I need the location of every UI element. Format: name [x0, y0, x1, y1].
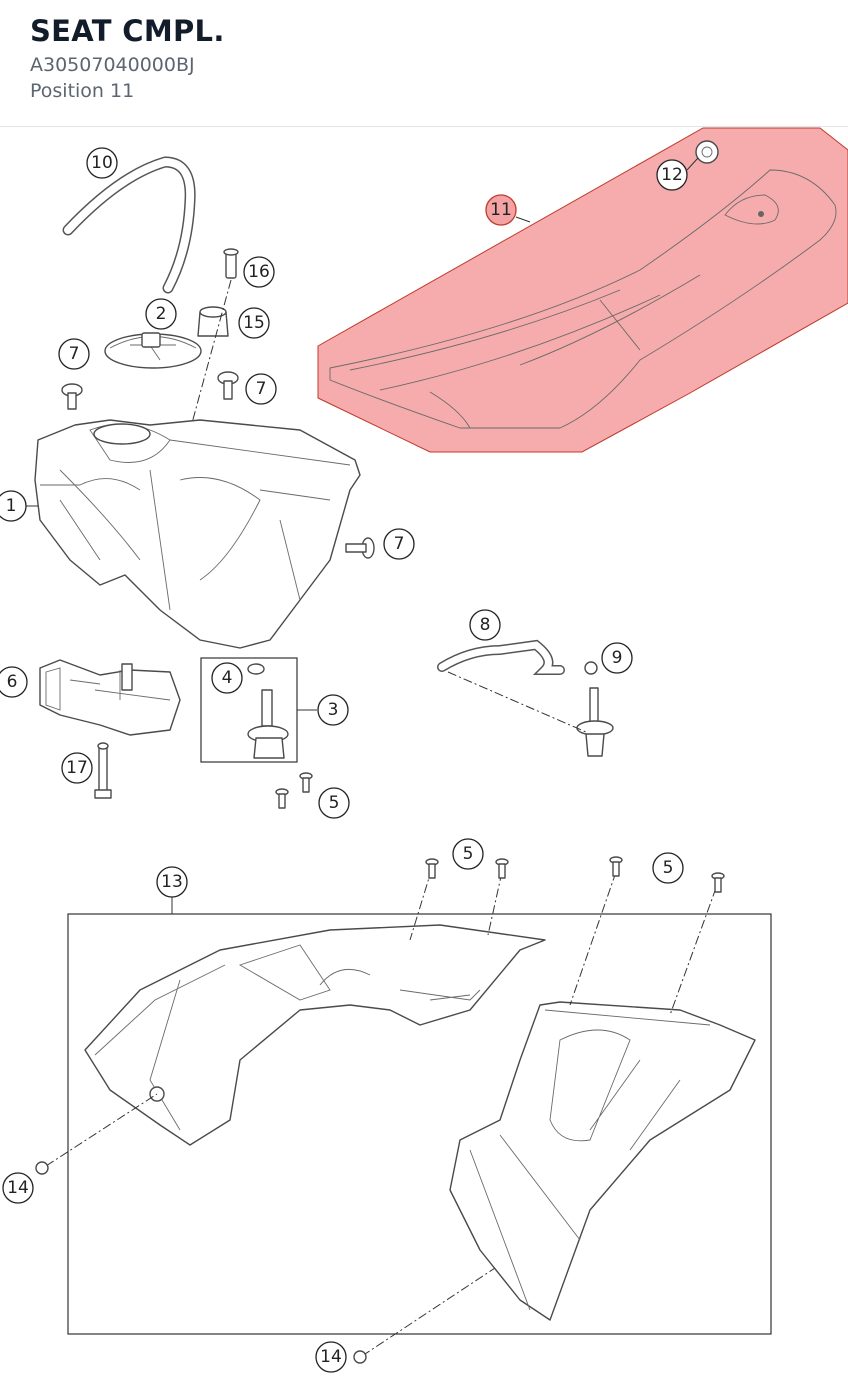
- svg-text:14: 14: [320, 1347, 342, 1367]
- screw-part-5-cover-2[interactable]: [495, 858, 509, 879]
- fuel-line-part-8[interactable]: [437, 639, 565, 675]
- callout-2[interactable]: 2: [145, 298, 177, 330]
- callout-8[interactable]: 8: [469, 609, 501, 641]
- leader-11: [515, 216, 531, 223]
- callout-17[interactable]: 17: [61, 752, 93, 784]
- leader-5-c4: [669, 887, 717, 1016]
- screw-part-5-cover-3[interactable]: [609, 856, 623, 877]
- callout-3[interactable]: 3: [317, 694, 349, 726]
- part-header: SEAT CMPL. A30507040000BJ Position 11: [0, 0, 848, 127]
- callout-9[interactable]: 9: [601, 642, 633, 674]
- bolt-part-7-right[interactable]: [345, 537, 375, 559]
- screw-part-17[interactable]: [94, 742, 112, 799]
- callout-7-c[interactable]: 7: [383, 528, 415, 560]
- screw-part-5-cover-1[interactable]: [425, 858, 439, 879]
- callout-14-b[interactable]: 14: [315, 1341, 347, 1373]
- callout-13[interactable]: 13: [156, 866, 188, 898]
- seat-assembly[interactable]: [317, 127, 848, 453]
- callout-12[interactable]: 12: [656, 159, 688, 191]
- svg-text:10: 10: [91, 153, 113, 173]
- callout-6[interactable]: 6: [0, 666, 28, 698]
- leader-14-bottom: [361, 1267, 496, 1357]
- svg-text:11: 11: [490, 200, 512, 220]
- callout-15[interactable]: 15: [238, 307, 270, 339]
- screw-part-5-cover-4[interactable]: [711, 872, 725, 893]
- leader-5-c3: [569, 871, 617, 1006]
- bolt-part-7-mid[interactable]: [217, 371, 239, 400]
- callout-10[interactable]: 10: [86, 147, 118, 179]
- fuel-valve-drawing[interactable]: [576, 687, 614, 757]
- callout-5-a[interactable]: 5: [318, 787, 350, 819]
- bolt-part-7-left[interactable]: [61, 383, 83, 410]
- seat-bolt-hole: [758, 211, 764, 217]
- svg-text:17: 17: [66, 758, 88, 778]
- leader-12: [686, 157, 699, 171]
- bracket-part-6[interactable]: [39, 659, 181, 736]
- fuel-tank-part-1[interactable]: [34, 419, 361, 649]
- leader-5-c1: [409, 867, 433, 941]
- callout-4[interactable]: 4: [211, 662, 243, 694]
- callout-5-c[interactable]: 5: [652, 852, 684, 884]
- svg-text:5: 5: [463, 844, 474, 864]
- right-side-cover[interactable]: [449, 1001, 756, 1321]
- svg-text:5: 5: [329, 793, 340, 813]
- callout-11-selected[interactable]: 11: [485, 194, 517, 226]
- svg-text:8: 8: [480, 615, 491, 635]
- seat-cap-part-12[interactable]: [695, 140, 719, 164]
- callout-7-b[interactable]: 7: [245, 373, 277, 405]
- svg-text:3: 3: [328, 700, 339, 720]
- svg-text:15: 15: [243, 313, 265, 333]
- seat-highlight-region[interactable]: [317, 127, 848, 453]
- screw-part-14-bottom[interactable]: [353, 1350, 367, 1364]
- svg-text:7: 7: [256, 379, 267, 399]
- leader-16-to-tank: [185, 279, 232, 446]
- part-title: SEAT CMPL.: [30, 14, 225, 48]
- callout-14-a[interactable]: 14: [2, 1172, 34, 1204]
- leader-14-left: [45, 1093, 158, 1167]
- svg-text:5: 5: [663, 858, 674, 878]
- svg-text:16: 16: [248, 262, 270, 282]
- screw-part-5-a[interactable]: [275, 788, 289, 809]
- part-number: A30507040000BJ: [30, 54, 195, 76]
- seat-drawing: [329, 169, 837, 429]
- side-cover-group-frame: [67, 913, 772, 1335]
- bolt-part-16[interactable]: [223, 248, 239, 279]
- svg-text:7: 7: [69, 344, 80, 364]
- svg-text:4: 4: [222, 668, 233, 688]
- callout-16[interactable]: 16: [243, 256, 275, 288]
- svg-text:1: 1: [6, 496, 17, 516]
- leader-5-c2: [487, 871, 503, 936]
- tank-cap-part-2[interactable]: [104, 332, 202, 369]
- svg-text:9: 9: [612, 648, 623, 668]
- callout-5-b[interactable]: 5: [452, 838, 484, 870]
- leader-8-to-valve: [447, 671, 587, 733]
- damper-part-15[interactable]: [197, 306, 229, 337]
- callout-7-a[interactable]: 7: [58, 338, 90, 370]
- fuel-pump-part-3[interactable]: [247, 663, 289, 759]
- hose-clamp-part-9[interactable]: [584, 661, 598, 675]
- svg-text:14: 14: [7, 1178, 29, 1198]
- screw-part-14-left[interactable]: [35, 1161, 49, 1175]
- svg-text:2: 2: [156, 304, 167, 324]
- svg-text:6: 6: [7, 672, 18, 692]
- svg-text:7: 7: [394, 534, 405, 554]
- position-label: Position 11: [30, 80, 135, 102]
- left-side-cover[interactable]: [84, 924, 546, 1146]
- exploded-parts-diagram: 10 16 2 15 7 7 1 7 11 12 8 9 6 4 3 17 5 …: [0, 127, 848, 1373]
- callout-1[interactable]: 1: [0, 490, 27, 522]
- svg-text:12: 12: [661, 165, 683, 185]
- svg-text:13: 13: [161, 872, 183, 892]
- screw-part-5-b[interactable]: [299, 772, 313, 793]
